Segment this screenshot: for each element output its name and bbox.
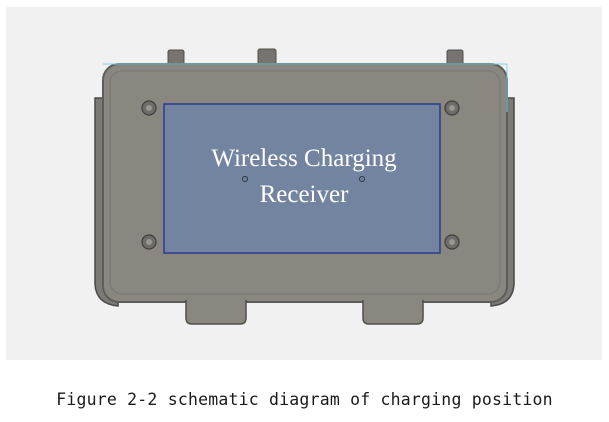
housing-inner-edge [109,70,501,295]
top-clips [167,48,464,67]
corner-screws [141,100,460,250]
wireless-charging-receiver-area [163,103,441,254]
outline-accent [103,63,508,112]
screw-icon [444,234,460,250]
screw-icon [141,234,157,250]
figure-caption: Figure 2-2 schematic diagram of charging… [56,390,553,409]
screw-icon [141,100,157,116]
bottom-clips [185,300,424,325]
center-marks [242,176,365,182]
screw-icon [444,100,460,116]
device-diagram [94,48,515,325]
